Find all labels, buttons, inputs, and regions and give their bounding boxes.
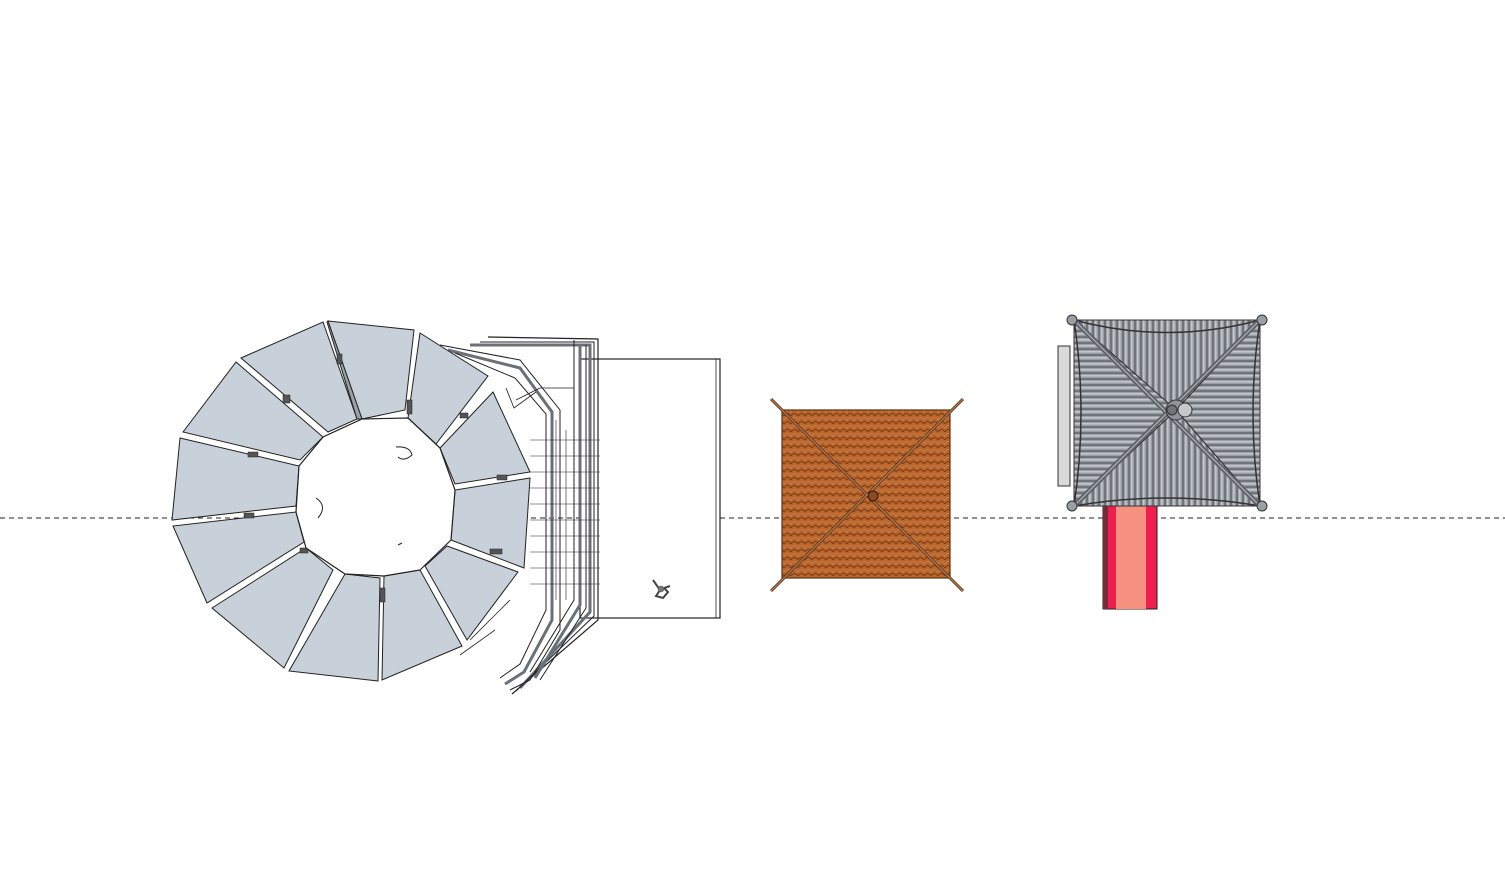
pavilion-roof-panels <box>171 320 531 682</box>
person-figure[interactable] <box>652 579 671 600</box>
square-tiled-roof[interactable] <box>769 397 965 593</box>
roof-peak <box>867 490 879 502</box>
deck-platform <box>579 358 721 619</box>
roof-finial <box>1165 399 1193 421</box>
walkway <box>1102 497 1158 610</box>
pavilion-center-opening <box>295 417 456 577</box>
stair-structure <box>439 336 600 695</box>
side-wall <box>1057 345 1071 487</box>
circular-pavilion-with-stair[interactable] <box>171 320 721 695</box>
square-corrugated-roof[interactable] <box>1057 314 1268 610</box>
panel-brackets <box>243 353 508 603</box>
